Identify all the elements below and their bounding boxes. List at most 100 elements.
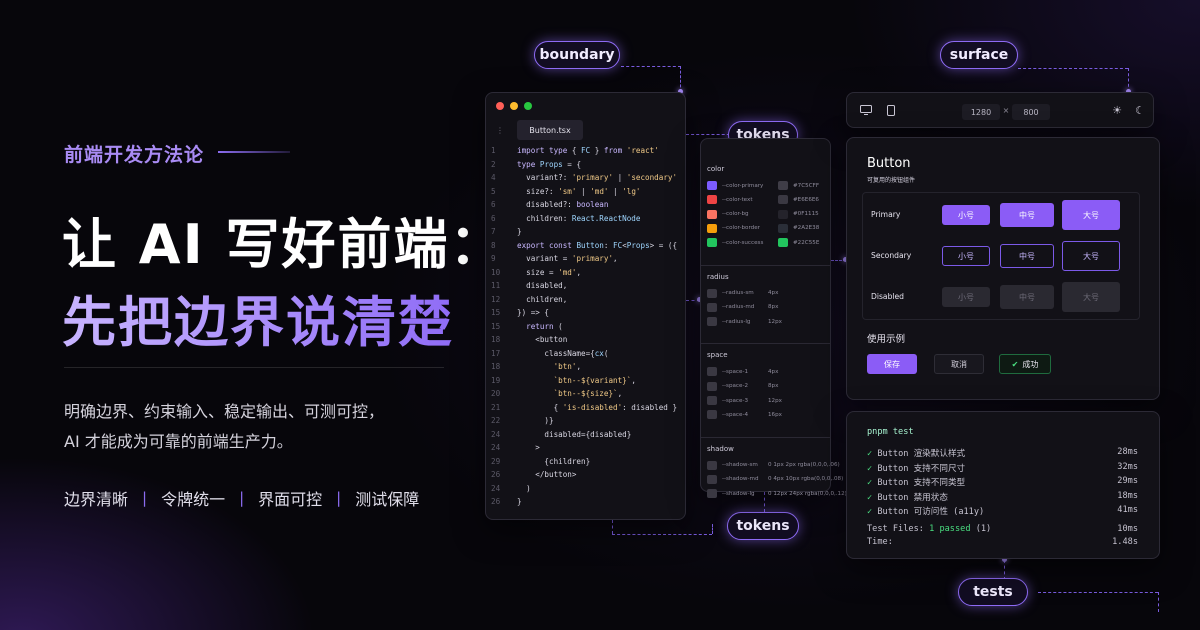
code-text: children: React.ReactNode	[517, 213, 641, 223]
line-number: 10	[491, 267, 501, 277]
tokens-separator	[701, 436, 830, 438]
token-swatch	[707, 381, 717, 391]
code-text: export const Button: FC<Props> = ({	[517, 240, 678, 250]
line-number: 15	[491, 321, 501, 331]
cancel-button[interactable]: 取消	[934, 354, 984, 374]
code-line: 5 size?: 'sm' | 'md' | 'lg'	[491, 186, 640, 197]
code-text: className={cx(	[517, 348, 609, 358]
variant-md-button[interactable]: 中号	[1000, 203, 1054, 227]
maximize-dot-icon[interactable]	[524, 102, 532, 110]
kicker: 前端开发方法论	[64, 144, 205, 166]
tag: 边界清晰	[64, 490, 129, 509]
line-number: 29	[491, 456, 501, 466]
line-number: 6	[491, 213, 496, 223]
connector	[612, 520, 613, 534]
line-number: 15	[491, 308, 501, 317]
connector-dot	[843, 257, 848, 262]
tokens-section-title: color	[707, 165, 725, 173]
mobile-icon[interactable]	[884, 103, 898, 117]
save-button[interactable]: 保存	[867, 354, 917, 374]
token-swatch	[707, 489, 717, 499]
line-number: 24	[491, 443, 501, 452]
close-dot-icon[interactable]	[496, 102, 504, 110]
tests-pill: tests	[958, 578, 1028, 606]
token-value: 4px	[768, 290, 779, 296]
code-text: type Props = {	[517, 159, 582, 169]
test-result-row: ✓ Button 禁用状态	[867, 491, 948, 503]
code-line: 4 variant?: 'primary' | 'secondary'	[491, 172, 677, 183]
description-line-1: 明确边界、约束输入、稳定输出、可测可控，	[64, 402, 385, 421]
code-text: disabled,	[517, 281, 568, 290]
success-button[interactable]: ✔成功	[999, 354, 1051, 374]
variant-md-button[interactable]: 中号	[1000, 244, 1054, 268]
line-number: 26	[491, 497, 501, 506]
width-input[interactable]: 1280	[962, 104, 1000, 120]
test-files-time: 10ms	[1117, 524, 1138, 534]
code-line: 12 children,	[491, 294, 567, 305]
tokens-panel	[700, 138, 831, 492]
line-number: 19	[491, 375, 501, 385]
desktop-icon[interactable]	[858, 103, 874, 117]
test-result-row: ✓ Button 支持不同类型	[867, 476, 965, 488]
variant-label: Disabled	[871, 292, 904, 301]
variant-sm-button[interactable]: 小号	[942, 246, 990, 266]
variant-sm-button[interactable]: 小号	[942, 205, 990, 225]
code-line: 17 className={cx(	[491, 348, 608, 359]
variant-label: Secondary	[871, 251, 912, 260]
token-swatch	[707, 288, 717, 298]
code-text: `btn--${size}`,	[553, 389, 623, 398]
tab-button-tsx[interactable]: Button.tsx	[517, 120, 583, 140]
check-icon: ✓	[867, 492, 873, 503]
tokens-separator	[701, 343, 830, 345]
check-icon: ✓	[867, 463, 873, 474]
height-input[interactable]: 800	[1012, 104, 1050, 120]
variant-lg-button[interactable]: 大号	[1062, 200, 1120, 230]
code-line: 10 size = 'md',	[491, 267, 581, 278]
tag: 界面可控	[258, 490, 323, 509]
variant-lg-button[interactable]: 大号	[1062, 241, 1120, 271]
line-number: 6	[491, 200, 496, 209]
token-swatch	[707, 223, 717, 233]
token-value: 0 1px 2px rgba(0,0,0,.06)	[768, 462, 840, 469]
code-text: variant?: 'primary' | 'secondary'	[517, 173, 678, 182]
token-name: --shadow-sm	[722, 462, 758, 469]
code-line: 26 </button>	[491, 469, 576, 480]
test-name: Button 渲染默认样式	[877, 449, 966, 459]
token-name: --color-text	[722, 196, 753, 203]
token-swatch	[707, 474, 717, 484]
code-line: 26}	[491, 496, 522, 507]
token-row: --color-border#2A2E38	[707, 223, 819, 233]
test-result-row: ✓ Button 渲染默认样式	[867, 447, 965, 459]
divider	[64, 367, 444, 368]
code-line: 29 {children}	[491, 456, 590, 467]
line-number: 2	[491, 159, 496, 169]
token-swatch	[707, 410, 717, 420]
usage-title: 使用示例	[867, 334, 906, 345]
moon-icon[interactable]: ☾	[1135, 103, 1145, 117]
minimize-dot-icon[interactable]	[510, 102, 518, 110]
test-files-count: (1)	[975, 524, 992, 534]
sun-icon[interactable]: ☀	[1112, 103, 1122, 117]
code-text: </button>	[517, 470, 577, 479]
connector	[686, 300, 700, 301]
test-time-label: Time:	[867, 537, 893, 547]
code-line: 22 )}	[491, 415, 554, 426]
token-name: --radius-lg	[722, 318, 751, 325]
line-number: 17	[491, 348, 501, 358]
sidebar-dots-icon: ⋮	[496, 126, 504, 135]
connector	[1004, 560, 1005, 580]
token-value: #0F1115	[793, 211, 819, 218]
code-line: 11 disabled,	[491, 280, 567, 291]
tokens-section-title: space	[707, 351, 728, 360]
check-icon: ✓	[867, 478, 873, 488]
test-output-panel	[846, 411, 1160, 559]
code-line: 24 >	[491, 442, 540, 453]
code-line: 6 children: React.ReactNode	[491, 213, 640, 224]
token-row: --color-primary#7C5CFF	[707, 181, 819, 190]
code-editor-window	[485, 92, 686, 520]
code-text: return (	[526, 321, 563, 331]
line-number: 24	[491, 483, 501, 493]
